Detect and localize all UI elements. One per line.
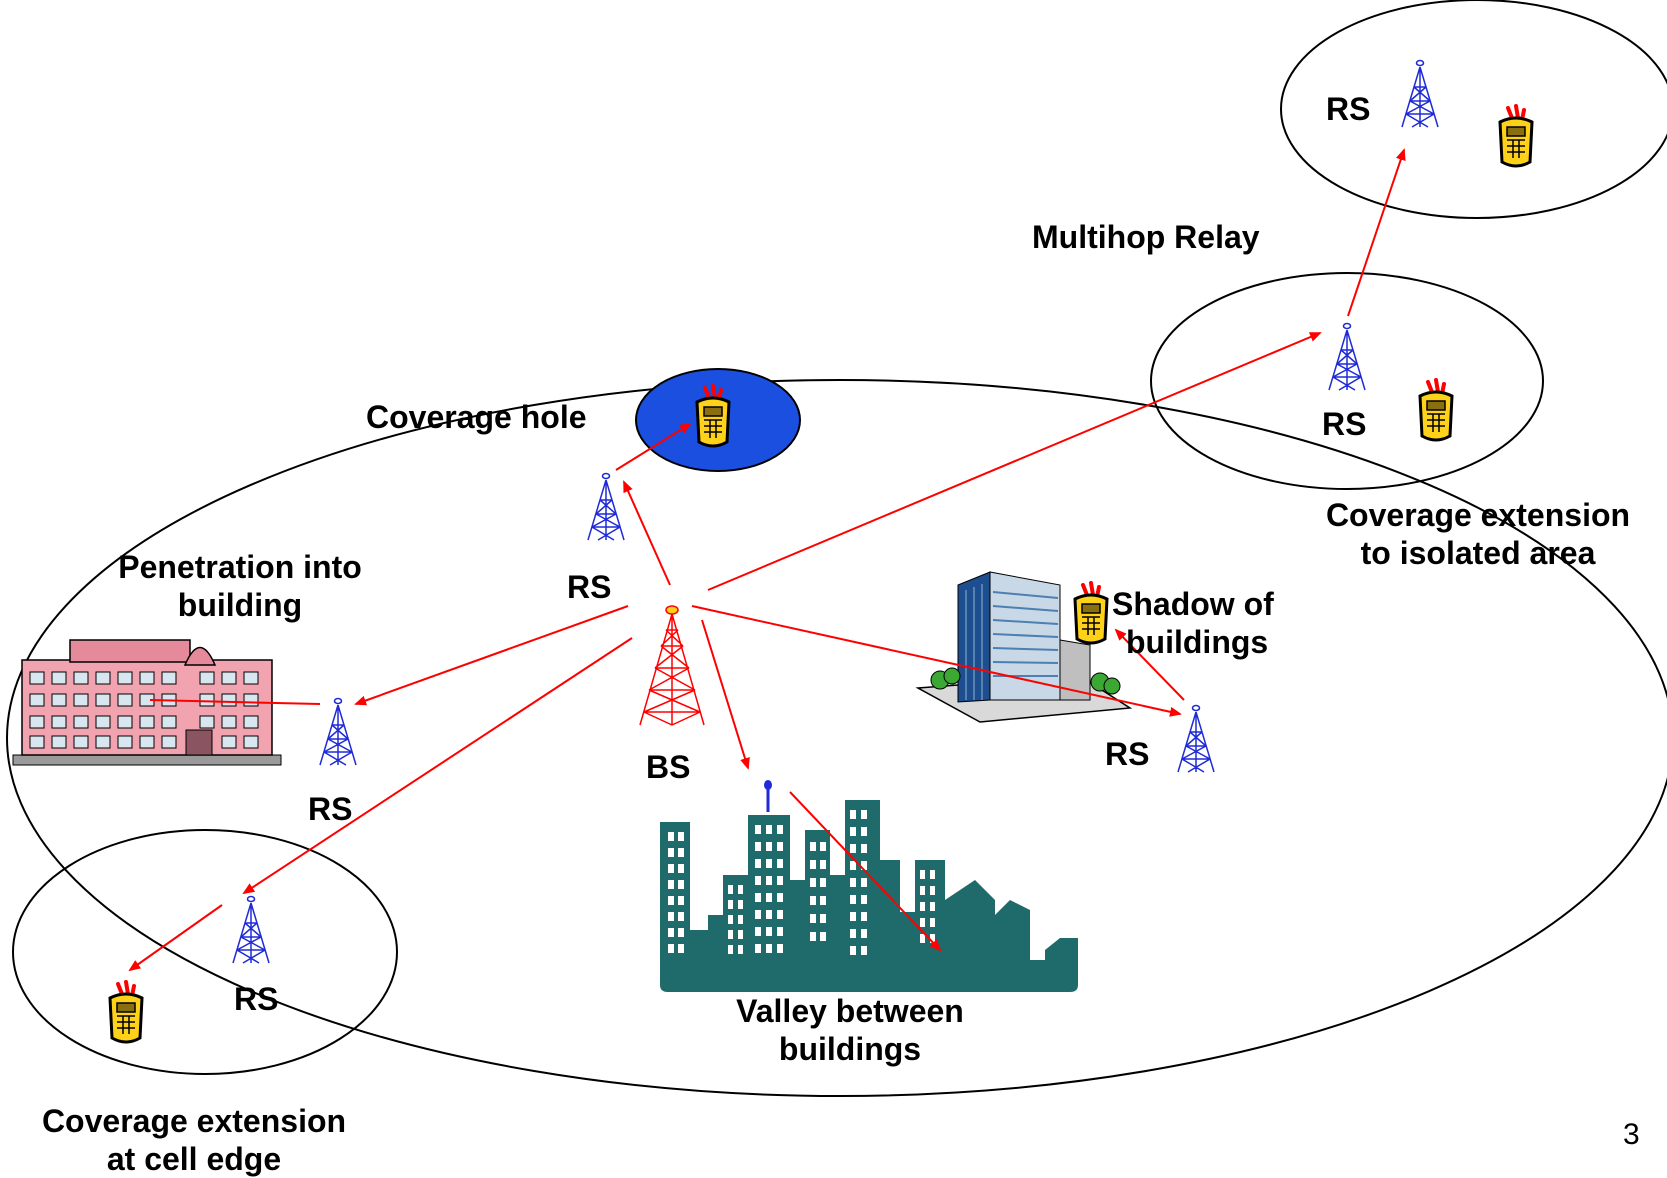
cell-edge-coverage-area <box>12 829 398 1075</box>
link-valley-rs-to-ms <box>789 791 942 952</box>
base-station-tower-icon <box>639 605 705 726</box>
shadow-label-line2: buildings <box>1126 624 1269 660</box>
coverage-hole-label: Coverage hole <box>366 399 587 435</box>
link-bs-to-penetration-rs <box>354 605 629 706</box>
relay-tower-icon <box>1328 322 1366 391</box>
isolated-area-label: Coverage extension to isolated area <box>1298 496 1658 572</box>
link-bs-to-shadow-rs <box>691 605 1182 717</box>
penetration-label-line2: building <box>177 587 303 623</box>
isolated-area-near-coverage <box>1150 272 1544 490</box>
cell-edge-label-line2: at cell edge <box>106 1141 282 1177</box>
mobile-phone-icon <box>1498 104 1534 168</box>
penetration-label: Penetration into building <box>90 548 390 624</box>
link-bs-to-hole-rs <box>623 480 671 586</box>
city-skyline-icon <box>660 780 1078 992</box>
relay-tower-icon <box>319 697 357 766</box>
office-building-icon <box>12 639 282 766</box>
main-cell-coverage-area <box>6 379 1667 1097</box>
shadow-label: Shadow of buildings <box>1112 585 1274 661</box>
cell-edge-label-line1: Coverage extension <box>41 1103 347 1139</box>
isolated-area-label-line2: to isolated area <box>1360 535 1596 571</box>
isolated-area-label-line1: Coverage extension <box>1325 497 1631 533</box>
link-rs-to-hole-ms <box>615 422 692 471</box>
rs-label-shadow: RS <box>1105 736 1150 772</box>
relay-tower-icon <box>1401 59 1439 128</box>
penetration-label-line1: Penetration into <box>118 549 362 585</box>
rs-label-isolated-near: RS <box>1322 406 1367 442</box>
cell-edge-label: Coverage extension at cell edge <box>14 1102 374 1178</box>
multihop-relay-label: Multihop Relay <box>1032 219 1260 255</box>
link-bs-to-edge-rs <box>242 637 633 895</box>
relay-tower-icon <box>587 472 625 541</box>
bs-label: BS <box>646 749 691 785</box>
link-multihop-relay <box>1347 148 1406 317</box>
page-number: 3 <box>1623 1118 1640 1151</box>
valley-label-line1: Valley between <box>736 993 964 1029</box>
relay-links <box>128 148 1406 972</box>
link-shadow-rs-to-ms <box>1114 628 1185 701</box>
rs-label-penetration: RS <box>308 791 353 827</box>
rs-label-coverage-hole: RS <box>567 569 612 605</box>
valley-label-line2: buildings <box>778 1031 922 1067</box>
link-bs-to-isolated-rs <box>707 332 1322 591</box>
valley-label: Valley between buildings <box>700 992 1000 1068</box>
isolated-area-remote-coverage <box>1280 0 1667 219</box>
mobile-phone-icon <box>1418 378 1454 442</box>
mobile-phone-icon <box>1073 581 1109 645</box>
link-bs-to-valley-rs <box>701 619 750 770</box>
link-edge-rs-to-ms <box>128 904 223 972</box>
relay-tower-icon <box>1177 704 1215 773</box>
rs-label-cell-edge: RS <box>234 981 279 1017</box>
link-rs-into-building <box>149 699 321 705</box>
shadow-label-line1: Shadow of <box>1112 586 1274 622</box>
rs-label-isolated-remote: RS <box>1326 91 1371 127</box>
